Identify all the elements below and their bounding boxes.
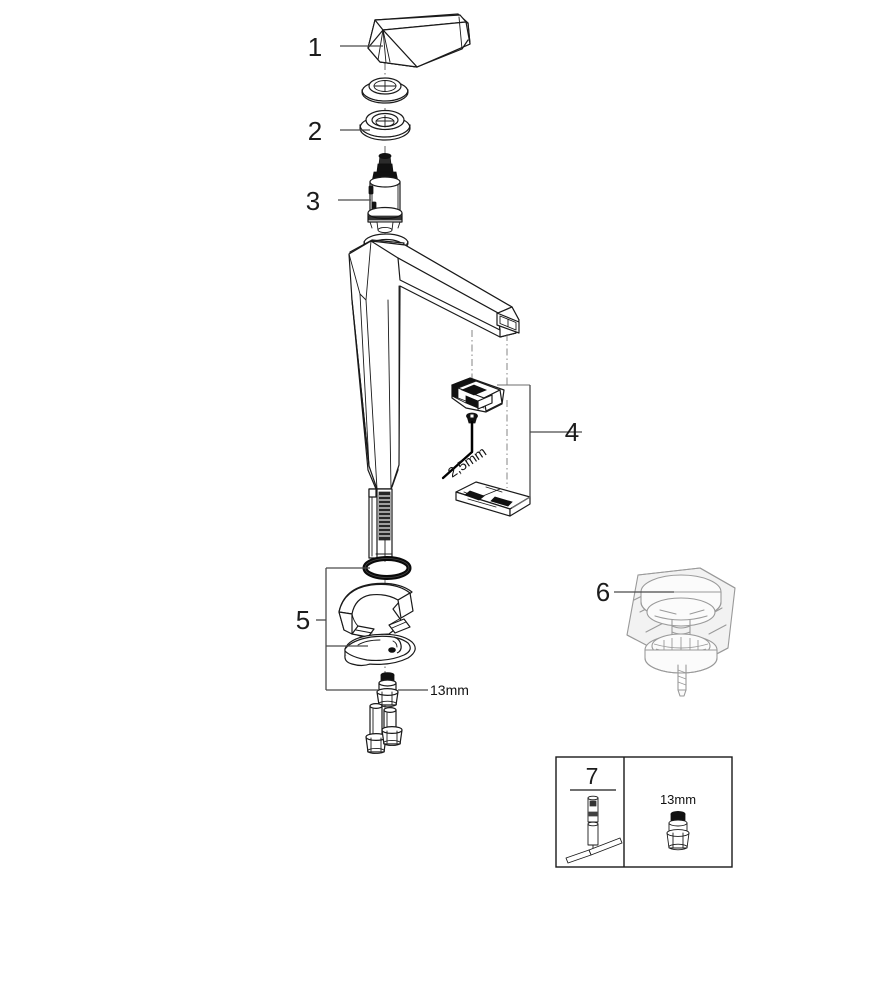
callout-number-1: 1: [308, 32, 322, 62]
callout-leaders: [316, 45, 674, 691]
kit-box: 7 13mm: [555, 756, 733, 868]
part-bracket-top: [451, 377, 505, 413]
kit-box-number-7: 7: [586, 763, 599, 789]
socket-wrench-icon: [666, 811, 690, 851]
part-flexible-hoses: [365, 702, 403, 755]
part-bracket-assembly: [441, 330, 558, 517]
part-grub-screw: [466, 412, 478, 424]
part-bracket-base: [455, 481, 531, 517]
callout-number-3: 3: [306, 186, 320, 216]
part-cap-nut-ring: [359, 109, 411, 141]
part-push-open-waste: [626, 567, 736, 697]
part-lower-fixing-plate: [344, 633, 416, 667]
part-handle-washer-ring: [361, 77, 409, 104]
callout-number-4: 4: [565, 417, 579, 447]
hex-key-tool-icon: [565, 795, 623, 864]
callout-5-bracket: [316, 567, 378, 691]
part-upper-fixing-plate: [338, 582, 414, 638]
aerator-outlet: [496, 312, 520, 334]
kit-box-label-13mm: 13mm: [660, 792, 696, 807]
callout-number-2: 2: [308, 116, 322, 146]
dimension-label-socket: 13mm: [430, 682, 469, 698]
part-threaded-shank: [368, 488, 393, 561]
part-allen-key: [441, 420, 474, 480]
callout-number-6: 6: [596, 577, 610, 607]
part-fixing-nut: [376, 672, 399, 708]
part-cartridge: [367, 152, 403, 234]
callout-number-5: 5: [296, 605, 310, 635]
part-lever-handle: [367, 13, 471, 68]
part-spout-body: [348, 233, 520, 490]
